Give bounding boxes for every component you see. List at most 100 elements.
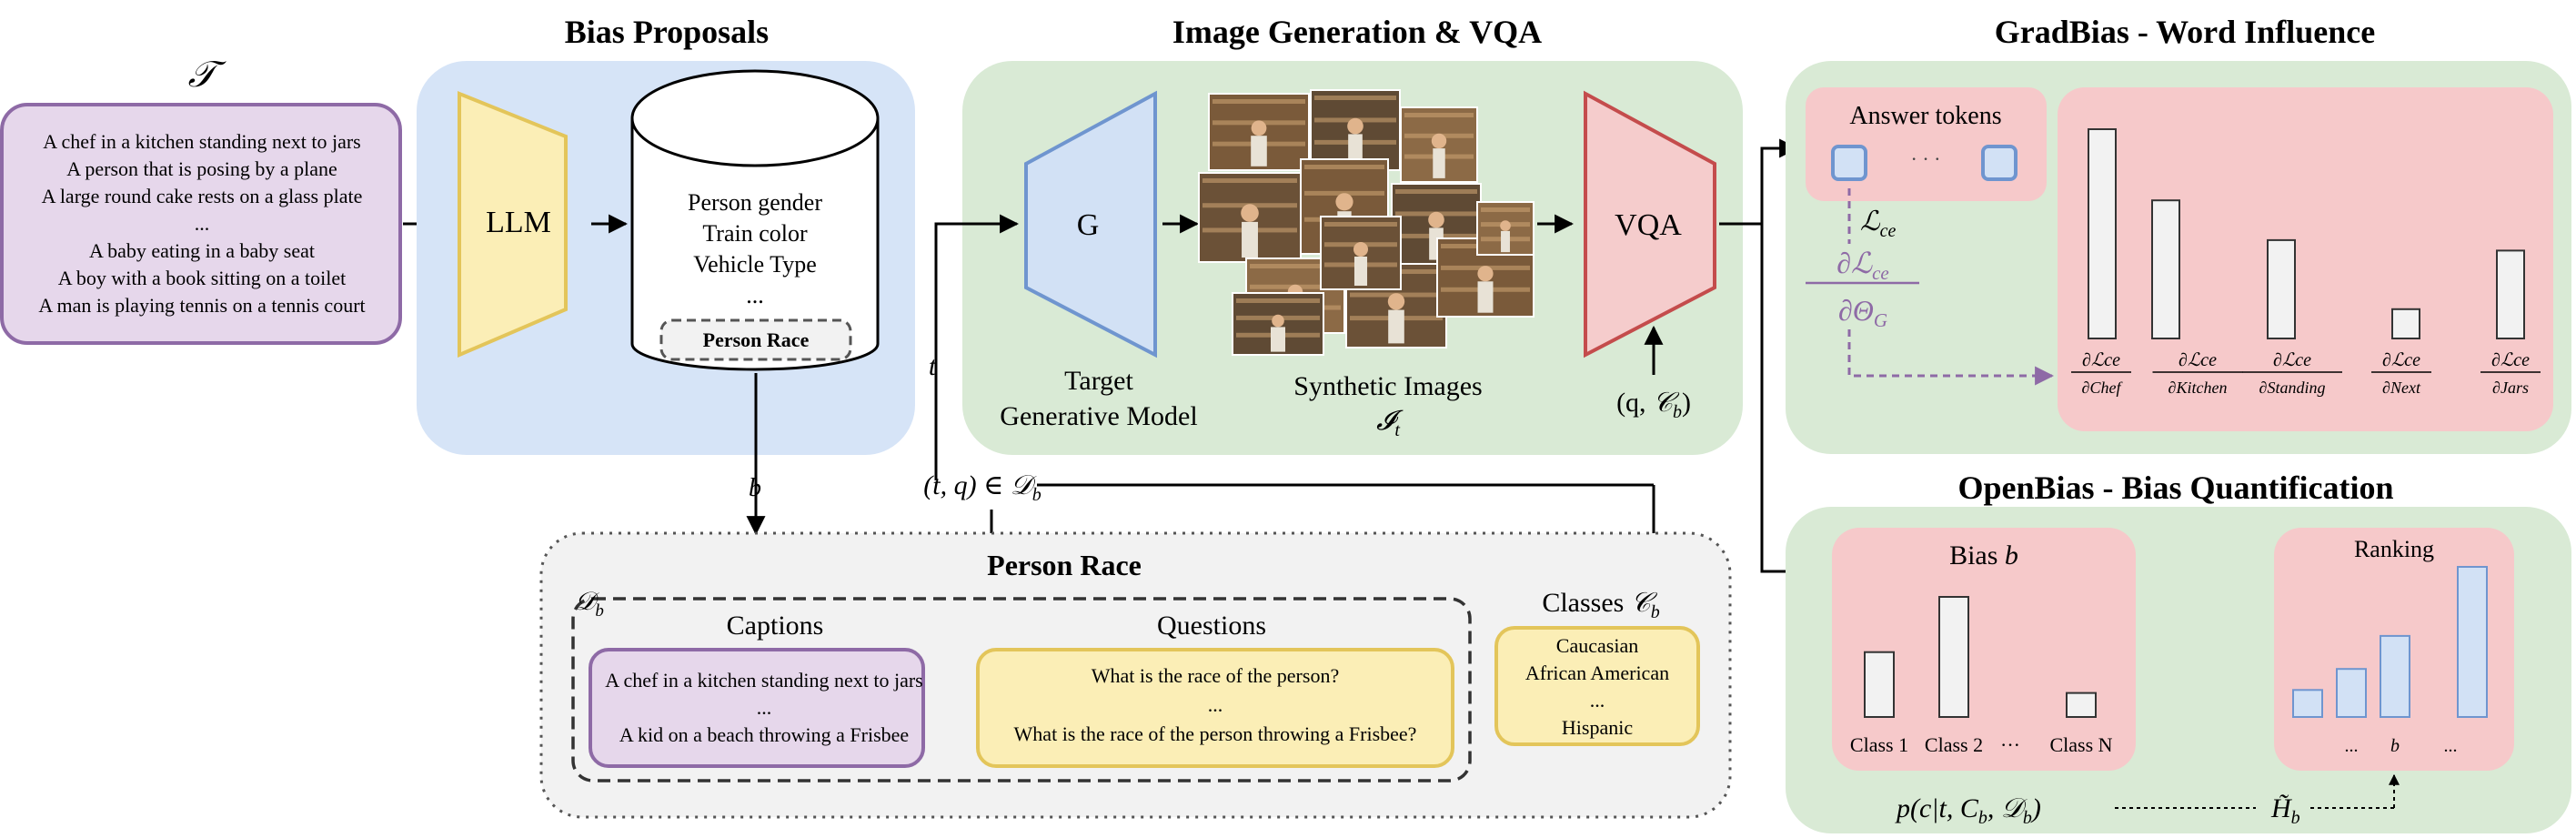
- person-figure-head: [1347, 117, 1363, 135]
- word-influence-bar: [2267, 238, 2296, 339]
- ranking-chart: ...b...: [2292, 566, 2488, 756]
- ranking-bar: [2292, 689, 2323, 718]
- bias-class-bar: [1864, 651, 1895, 718]
- title-image-generation-vqa: Image Generation & VQA: [1172, 14, 1542, 50]
- tq-label: (t, q) ∈ 𝒟b: [923, 470, 1041, 505]
- caption-line: A baby eating in a baby seat: [89, 239, 315, 262]
- person-figure-head: [1500, 220, 1511, 231]
- bias-class-label: Class N: [2049, 733, 2112, 756]
- caption-line: A man is playing tennis on a tennis cour…: [38, 294, 365, 317]
- t-label: t: [929, 351, 937, 381]
- class-item: ...: [1590, 689, 1605, 712]
- database-bias-item: ...: [746, 282, 764, 308]
- bias-class-title: Bias b: [1949, 540, 2018, 570]
- questions-list: What is the race of the person?...What i…: [1014, 664, 1417, 745]
- answer-token-last: [1981, 145, 2018, 181]
- word-gradient-denominator: ∂Jars: [2492, 379, 2529, 397]
- synthetic-image-collage: [1198, 89, 1535, 356]
- caption-item: ...: [757, 696, 772, 719]
- person-figure-apron: [1388, 309, 1404, 344]
- person-figure-apron: [1251, 136, 1267, 167]
- caption-set-box: [0, 103, 402, 345]
- bias-class-label: ···: [2000, 733, 2020, 756]
- word-influence-chart: ∂ℒce∂Chef∂ℒce∂Kitchen∂ℒce∂Standing∂ℒce∂N…: [2071, 128, 2541, 397]
- word-label: Next: [2390, 379, 2421, 397]
- captions-header: Captions: [727, 611, 824, 641]
- shelf-detail: [1481, 207, 1530, 212]
- synthetic-images-caption: Synthetic Images: [1293, 371, 1482, 401]
- caption-line: ...: [195, 212, 210, 235]
- bias-database: [630, 69, 880, 371]
- person-figure-apron: [1501, 230, 1510, 253]
- ranking-bar: [2457, 566, 2488, 718]
- arrow-vqa-to-gradbias: [1719, 138, 1799, 226]
- word-gradient-numerator: ∂ℒce: [2179, 350, 2217, 370]
- person-figure-head: [1241, 204, 1259, 222]
- dataset-db-box: [571, 597, 1472, 782]
- person-figure-apron: [1271, 327, 1285, 352]
- person-figure-apron: [1477, 281, 1494, 313]
- ranking-label: ...: [2444, 736, 2458, 756]
- ranking-bar: [2336, 668, 2367, 719]
- person-figure-head: [1251, 120, 1267, 136]
- question-item: What is the race of the person throwing …: [1014, 722, 1417, 745]
- generator-caption-line-1: Target: [1064, 366, 1133, 396]
- word-label: Chef: [2089, 379, 2123, 397]
- person-figure-apron: [1242, 221, 1258, 258]
- word-influence-bar: [2391, 308, 2420, 339]
- class-item: Caucasian: [1556, 634, 1638, 657]
- word-gradient-denominator: ∂Standing: [2259, 379, 2326, 397]
- shelf-detail: [1202, 178, 1297, 183]
- shelf-detail: [1324, 222, 1397, 227]
- word-gradient-denominator: ∂Next: [2382, 379, 2421, 397]
- vqa-label: VQA: [1615, 208, 1682, 242]
- title-bias-proposals: Bias Proposals: [565, 14, 769, 50]
- title-openbias: OpenBias - Bias Quantification: [1957, 469, 2393, 506]
- probability-label: p(c|t, Cb, 𝒟b): [1895, 793, 2041, 828]
- caption-line: A chef in a kitchen standing next to jar…: [43, 130, 360, 153]
- class-item: Hispanic: [1562, 716, 1633, 739]
- captions-box: [589, 648, 925, 768]
- classes-header: Classes 𝒞b: [1542, 588, 1659, 622]
- caption-item: A kid on a beach throwing a Frisbee: [619, 723, 909, 746]
- person-figure-apron: [1433, 148, 1445, 178]
- bias-class-label: Class 2: [1925, 733, 1983, 756]
- caption-line: A large round cake rests on a glass plat…: [42, 185, 363, 207]
- database-bias-item: Train color: [702, 220, 808, 247]
- arrow-t-to-generator: [934, 214, 1020, 480]
- shelf-detail: [1236, 298, 1320, 303]
- shelf-detail: [1304, 165, 1384, 169]
- generator-block: [1024, 90, 1157, 358]
- word-label: Kitchen: [2175, 379, 2227, 397]
- caption-set-lines: A chef in a kitchen standing next to jar…: [38, 130, 365, 317]
- loss-symbol: ℒce: [1860, 207, 1896, 241]
- entropy-label: H̃b: [2270, 793, 2300, 828]
- bias-class-bar: [1938, 596, 1969, 718]
- word-gradient-numerator: ∂ℒce: [2082, 350, 2120, 370]
- llm-block: [458, 91, 568, 358]
- bias-b-label: b: [749, 474, 761, 502]
- person-figure-head: [1387, 293, 1405, 310]
- word-gradient-numerator: ∂ℒce: [2273, 350, 2311, 370]
- questions-box: [976, 648, 1454, 768]
- shelf-detail: [1250, 264, 1341, 268]
- vqa-block: [1584, 90, 1716, 358]
- generator-caption-line-2: Generative Model: [1000, 401, 1197, 431]
- selected-bias-box: [659, 318, 852, 361]
- answer-tokens-label: Answer tokens: [1849, 102, 2001, 130]
- person-figure-head: [1353, 242, 1368, 257]
- questions-header: Questions: [1157, 611, 1266, 641]
- answer-token-first: [1831, 145, 1867, 181]
- caption-line: A person that is posing by a plane: [66, 157, 337, 180]
- ranking-label: b: [2390, 736, 2400, 756]
- person-race-title: Person Race: [987, 549, 1142, 581]
- title-gradbias: GradBias - Word Influence: [1995, 14, 2375, 50]
- shelf-detail: [1395, 189, 1477, 194]
- database-bias-item: Person gender: [688, 189, 822, 216]
- word-label: Standing: [2267, 379, 2325, 397]
- llm-label: LLM: [486, 206, 551, 239]
- word-gradient-denominator: ∂Chef: [2082, 379, 2124, 397]
